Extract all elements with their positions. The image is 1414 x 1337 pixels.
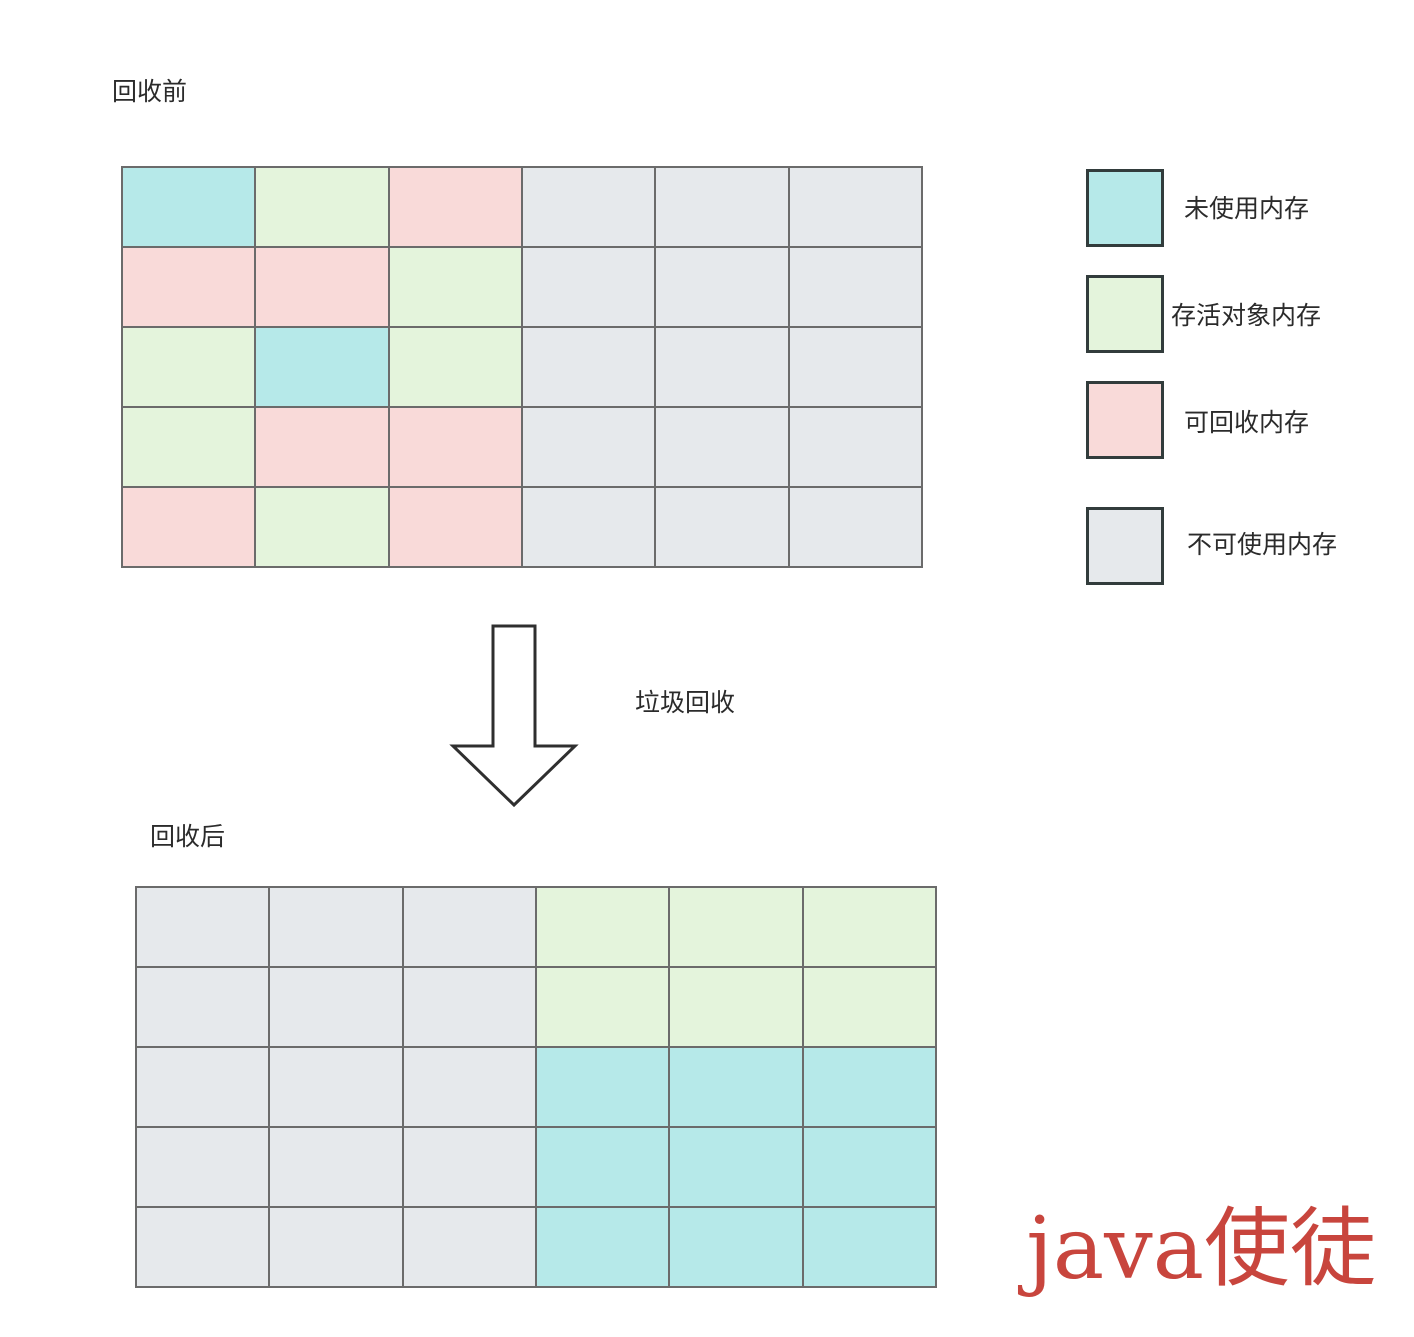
memory-cell-reclaimable xyxy=(123,488,255,566)
memory-cell-unused xyxy=(803,1048,935,1126)
memory-cell-unusable xyxy=(789,328,921,406)
memory-cell-unusable xyxy=(137,1048,269,1126)
memory-cell-live xyxy=(803,968,935,1046)
memory-cell-unused xyxy=(123,168,255,246)
memory-cell-unusable xyxy=(522,248,655,326)
memory-cell-unusable xyxy=(270,1048,402,1126)
memory-cell-unusable xyxy=(403,1128,535,1206)
memory-cell-unusable xyxy=(789,248,921,326)
memory-cell-reclaimable xyxy=(256,408,388,486)
memory-cell-unused xyxy=(803,1128,935,1206)
memory-cell-unusable xyxy=(522,408,655,486)
memory-cell-unusable xyxy=(270,1128,402,1206)
memory-cell-unusable xyxy=(403,1208,535,1286)
memory-cell-live xyxy=(389,328,521,406)
memory-cell-live xyxy=(123,328,255,406)
down-arrow-icon xyxy=(449,624,579,808)
memory-cell-unusable xyxy=(789,168,921,246)
memory-cell-unusable xyxy=(137,968,269,1046)
legend-item-unused: 未使用内存 xyxy=(1086,169,1386,247)
memory-cell-unusable xyxy=(403,968,535,1046)
memory-cell-unusable xyxy=(137,1128,269,1206)
legend-item-live: 存活对象内存 xyxy=(1086,275,1386,353)
memory-cell-unusable xyxy=(656,168,788,246)
legend-swatch-live xyxy=(1086,275,1164,353)
legend-item-reclaimable: 可回收内存 xyxy=(1086,381,1386,459)
memory-cell-unusable xyxy=(270,968,402,1046)
memory-cell-unusable xyxy=(137,1208,269,1286)
memory-cell-live xyxy=(123,408,255,486)
memory-cell-unusable xyxy=(270,888,402,966)
legend-label-live: 存活对象内存 xyxy=(1171,301,1322,330)
memory-cell-live xyxy=(536,968,669,1046)
memory-cell-live xyxy=(670,968,802,1046)
before-title: 回收前 xyxy=(112,77,188,106)
memory-cell-unusable xyxy=(403,888,535,966)
memory-cell-unusable xyxy=(522,168,655,246)
memory-cell-unused xyxy=(670,1048,802,1126)
legend-item-unusable: 不可使用内存 xyxy=(1086,507,1386,585)
memory-cell-unusable xyxy=(789,408,921,486)
memory-cell-live xyxy=(803,888,935,966)
memory-cell-unusable xyxy=(656,488,788,566)
memory-cell-reclaimable xyxy=(389,168,521,246)
memory-cell-reclaimable xyxy=(389,408,521,486)
memory-cell-unused xyxy=(536,1208,669,1286)
memory-cell-unusable xyxy=(403,1048,535,1126)
watermark-text: java使徒 xyxy=(1026,1199,1376,1299)
memory-cell-unused xyxy=(803,1208,935,1286)
memory-cell-unused xyxy=(670,1128,802,1206)
memory-cell-unused xyxy=(536,1128,669,1206)
memory-cell-unused xyxy=(670,1208,802,1286)
memory-cell-live xyxy=(256,488,388,566)
memory-cell-unusable xyxy=(270,1208,402,1286)
after-title: 回收后 xyxy=(150,822,226,851)
memory-cell-unused xyxy=(256,328,388,406)
legend-label-unusable: 不可使用内存 xyxy=(1187,530,1338,559)
memory-cell-unusable xyxy=(656,328,788,406)
legend-label-unused: 未使用内存 xyxy=(1184,194,1310,223)
memory-cell-live xyxy=(670,888,802,966)
memory-cell-live xyxy=(536,888,669,966)
after-memory-grid xyxy=(135,886,937,1288)
memory-cell-unused xyxy=(536,1048,669,1126)
legend-swatch-unusable xyxy=(1086,507,1164,585)
before-memory-grid xyxy=(121,166,923,568)
memory-cell-unusable xyxy=(137,888,269,966)
legend-swatch-reclaimable xyxy=(1086,381,1164,459)
memory-cell-reclaimable xyxy=(123,248,255,326)
memory-cell-unusable xyxy=(789,488,921,566)
legend-label-reclaimable: 可回收内存 xyxy=(1184,408,1310,437)
memory-cell-live xyxy=(389,248,521,326)
memory-cell-unusable xyxy=(522,488,655,566)
memory-cell-unusable xyxy=(656,248,788,326)
memory-cell-reclaimable xyxy=(389,488,521,566)
memory-cell-live xyxy=(256,168,388,246)
memory-cell-unusable xyxy=(656,408,788,486)
process-label: 垃圾回收 xyxy=(635,688,736,717)
memory-cell-unusable xyxy=(522,328,655,406)
memory-cell-reclaimable xyxy=(256,248,388,326)
legend-swatch-unused xyxy=(1086,169,1164,247)
